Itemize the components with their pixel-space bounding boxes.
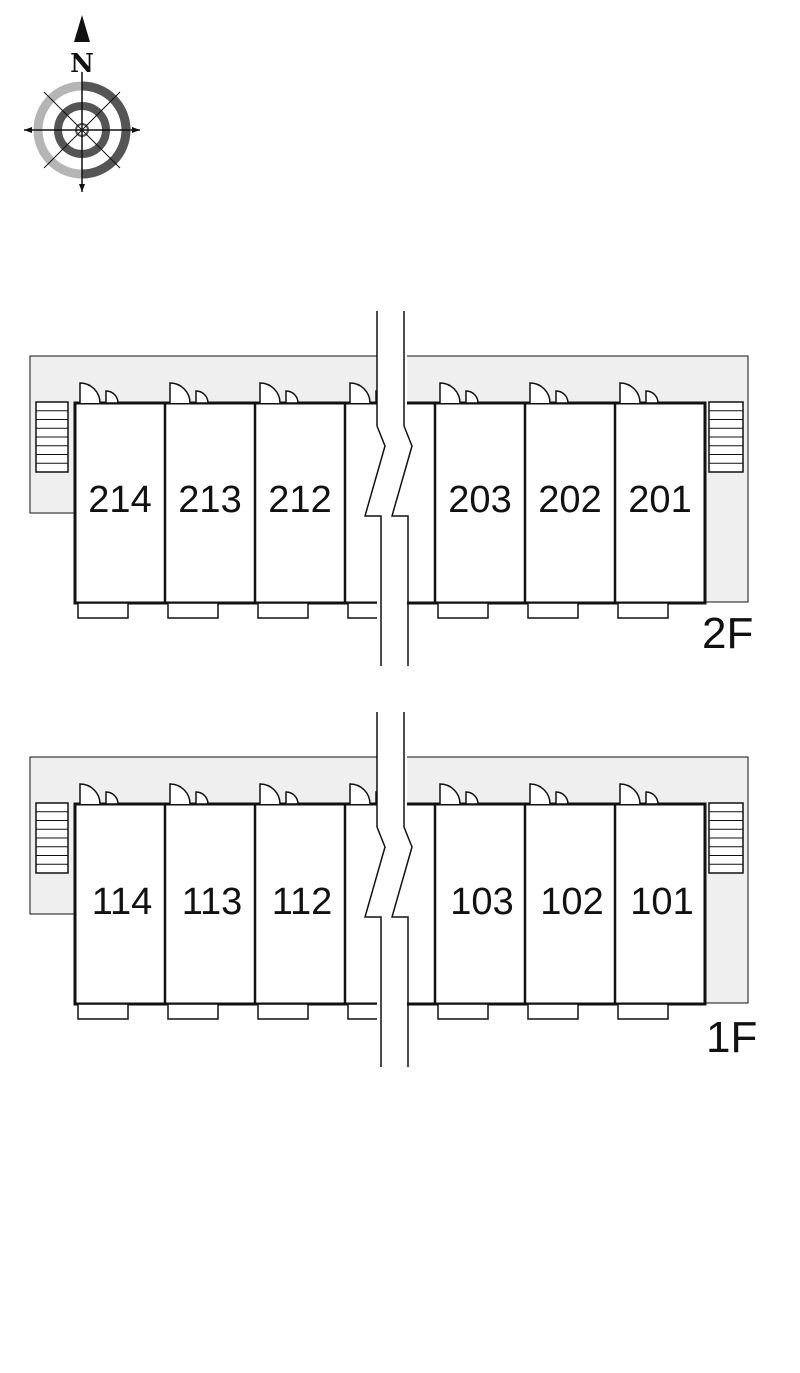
window-icon — [105, 390, 119, 404]
door-icon — [349, 783, 371, 805]
door-icon — [349, 382, 371, 404]
balcony — [527, 1003, 579, 1020]
unit-label: 102 — [540, 881, 603, 923]
unit-label: 112 — [272, 881, 333, 923]
door-icon — [619, 783, 641, 805]
unit-label: 212 — [268, 479, 331, 521]
floor-structure — [29, 712, 749, 1067]
balcony — [617, 1003, 669, 1020]
floor-plan-1F: 114 113 112 103 102 101 1F — [29, 712, 757, 1067]
break-line — [364, 826, 386, 1067]
unit-label: 113 — [182, 881, 243, 923]
balcony — [257, 1003, 309, 1020]
break-line — [391, 425, 413, 666]
unit-label: 201 — [628, 479, 691, 521]
balcony — [437, 602, 489, 619]
window-icon — [285, 791, 299, 805]
balcony — [167, 1003, 219, 1020]
unit-label: 214 — [88, 479, 151, 521]
door-icon — [529, 783, 551, 805]
floor-plan-2F: 214 213 212 203 202 201 2F — [29, 311, 753, 666]
balcony — [167, 602, 219, 619]
door-icon — [169, 783, 191, 805]
window-icon — [465, 390, 479, 404]
balcony — [437, 1003, 489, 1020]
door-icon — [529, 382, 551, 404]
window-icon — [195, 791, 209, 805]
door-icon — [439, 783, 461, 805]
window-icon — [195, 390, 209, 404]
unit-label: 101 — [630, 881, 693, 923]
unit-label: 203 — [448, 479, 511, 521]
break-band — [377, 712, 407, 1067]
window-icon — [105, 791, 119, 805]
door-icon — [259, 783, 281, 805]
compass-rose-icon: N — [24, 15, 140, 192]
balcony — [77, 1003, 129, 1020]
break-line — [391, 826, 413, 1067]
balcony — [527, 602, 579, 619]
unit-label: 114 — [92, 881, 153, 923]
unit-label: 103 — [450, 881, 513, 923]
door-icon — [439, 382, 461, 404]
window-icon — [645, 390, 659, 404]
break-band — [377, 311, 407, 666]
door-icon — [79, 382, 101, 404]
unit-label: 213 — [178, 479, 241, 521]
floor-label: 1F — [706, 1013, 757, 1062]
door-icon — [79, 783, 101, 805]
unit-label: 202 — [538, 479, 601, 521]
window-icon — [465, 791, 479, 805]
north-arrow-icon — [74, 15, 90, 42]
balcony — [617, 602, 669, 619]
window-icon — [645, 791, 659, 805]
break-line — [364, 425, 386, 666]
balcony — [257, 602, 309, 619]
door-icon — [169, 382, 191, 404]
floor-structure — [29, 311, 749, 666]
door-icon — [619, 382, 641, 404]
north-label: N — [70, 49, 94, 79]
balcony — [77, 602, 129, 619]
window-icon — [555, 390, 569, 404]
door-icon — [259, 382, 281, 404]
window-icon — [555, 791, 569, 805]
floor-label: 2F — [702, 609, 753, 658]
window-icon — [285, 390, 299, 404]
